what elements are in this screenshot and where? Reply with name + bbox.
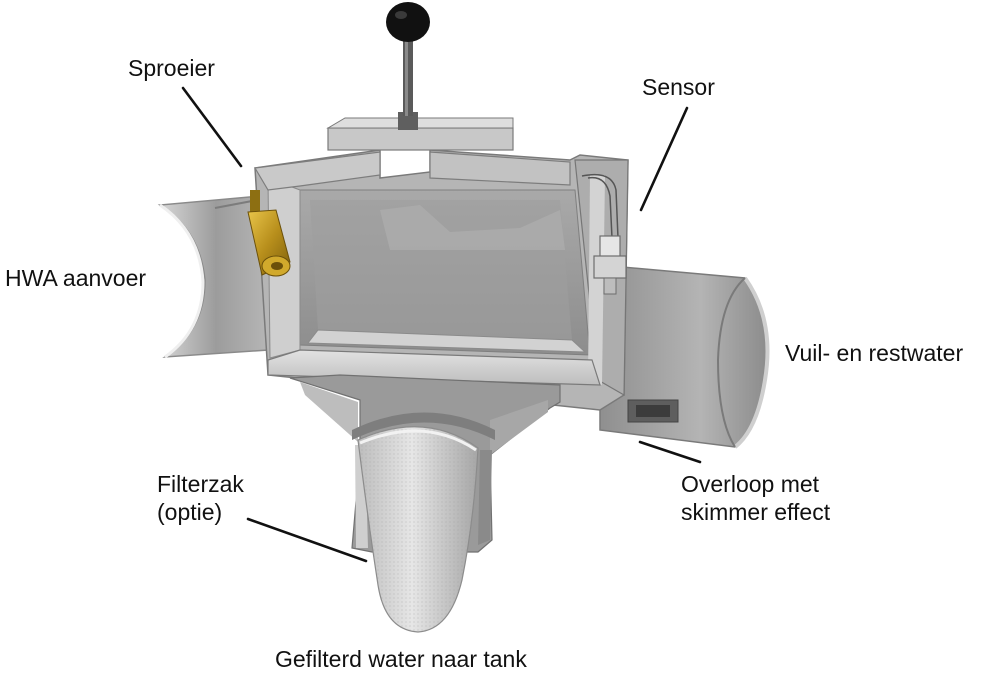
level-sensor [581, 173, 627, 295]
label-overloop-line2: skimmer effect [681, 499, 831, 525]
label-overloop-line1: Overloop met [681, 471, 820, 497]
label-sproeier: Sproeier [128, 55, 215, 81]
label-filterzak-line1: Filterzak [157, 471, 244, 497]
spray-nozzle [247, 190, 291, 277]
label-hwa-aanvoer: HWA aanvoer [5, 265, 147, 291]
lever-handle [326, 2, 514, 151]
leader-line-sensor [639, 106, 689, 212]
leader-line-sproeier [181, 86, 243, 168]
label-filterzak-line2: (optie) [157, 499, 223, 525]
filter-bag [357, 426, 479, 633]
label-vuil-restwater: Vuil- en restwater [785, 340, 964, 366]
label-filterzak: Filterzak (optie) [157, 470, 244, 526]
leader-line-overloop [638, 440, 702, 464]
label-overloop: Overloop met skimmer effect [681, 470, 830, 526]
leader-line-filterzak [246, 517, 368, 563]
knob-icon [386, 2, 430, 42]
leader-lines [181, 86, 702, 563]
outlet-pipe [599, 264, 770, 449]
label-gefilterd-water: Gefilterd water naar tank [275, 646, 527, 672]
label-sensor: Sensor [642, 74, 715, 100]
